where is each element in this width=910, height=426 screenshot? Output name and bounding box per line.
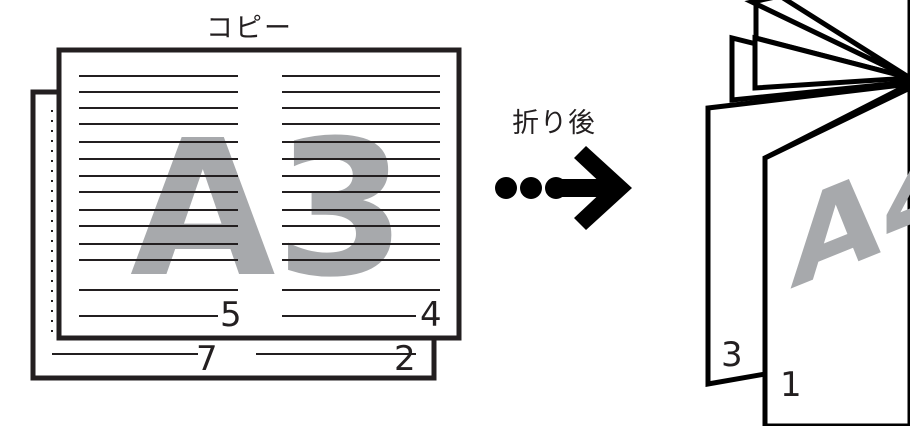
dots-arrow-right-icon — [495, 146, 632, 230]
front-page-number-left: 5 — [220, 295, 242, 335]
front-sheet: A3 — [51, 47, 462, 341]
front-page-number-right: 4 — [420, 295, 442, 335]
right-text-lines — [282, 75, 440, 317]
booklet-page-number-1: 1 — [780, 365, 802, 405]
back-page-number-left: 7 — [196, 339, 218, 379]
back-page-number-right: 2 — [394, 339, 416, 379]
after-fold-label: 折り後 — [512, 108, 596, 139]
copy-title: コピー — [206, 13, 293, 44]
left-text-lines — [79, 75, 238, 317]
folded-booklet — [705, 0, 910, 426]
booklet-page-number-3: 3 — [721, 335, 743, 375]
